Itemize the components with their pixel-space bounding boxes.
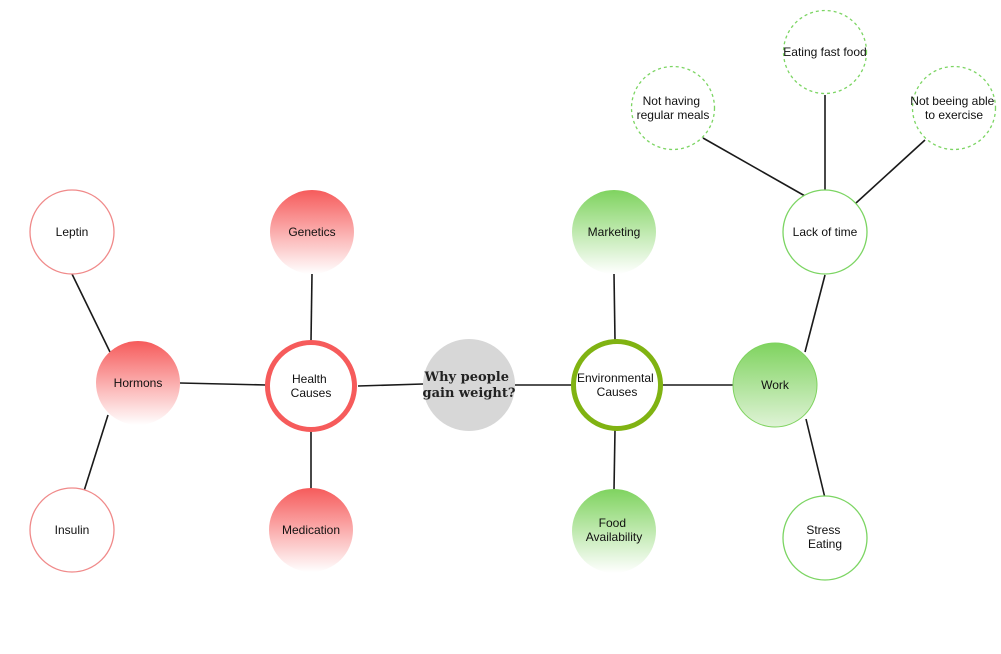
eating-fast-food-node[interactable]: Eating fast food — [782, 9, 868, 95]
medication-label: Medication — [282, 523, 340, 537]
leptin-label: Leptin — [56, 225, 89, 239]
edge-lack-regular-meals — [702, 137, 806, 197]
eating-fast-food-label: Eating fast food — [783, 45, 866, 59]
edge-lack-exercise — [855, 139, 926, 204]
environmental-causes-label: Environmental Causes — [577, 371, 657, 399]
lack-of-time-node[interactable]: Lack of time — [782, 189, 868, 275]
hormons-label: Hormons — [114, 376, 163, 390]
edge-health-hormons — [179, 382, 267, 386]
health-causes-node[interactable]: Health Causes — [265, 340, 357, 432]
insulin-label: Insulin — [55, 523, 90, 537]
environmental-causes-node[interactable]: Environmental Causes — [571, 339, 663, 431]
edge-hormons-insulin — [83, 414, 109, 492]
medication-node[interactable]: Medication — [269, 488, 353, 572]
marketing-node[interactable]: Marketing — [572, 190, 656, 274]
stress-eating-node[interactable]: Stress Eating — [782, 495, 868, 581]
not-beeing-able-to-exercise-node[interactable]: Not beeing able to exercise — [910, 65, 997, 151]
work-node[interactable]: Work — [732, 342, 818, 428]
not-having-regular-meals-label: Not having regular meals — [637, 94, 710, 122]
stress-eating-label: Stress Eating — [806, 523, 843, 551]
leptin-node[interactable]: Leptin — [29, 189, 115, 275]
hormons-node[interactable]: Hormons — [96, 341, 180, 425]
genetics-node[interactable]: Genetics — [270, 190, 354, 274]
edge-environmental-marketing — [613, 273, 616, 341]
edge-hormons-leptin — [71, 273, 111, 353]
work-label: Work — [761, 378, 790, 392]
edge-environmental-food — [613, 429, 616, 491]
food-availability-node[interactable]: Food Availability — [572, 489, 656, 573]
food-availability-label: Food Availability — [586, 516, 642, 544]
center-node[interactable]: Why people gain weight? — [423, 339, 516, 431]
marketing-label: Marketing — [588, 225, 641, 239]
edge-health-genetics — [310, 273, 313, 342]
lack-of-time-label: Lack of time — [793, 225, 858, 239]
center-node-label: Why people gain weight? — [423, 370, 516, 401]
edge-work-lack-of-time — [804, 274, 826, 353]
edge-work-stress — [805, 418, 826, 499]
not-beeing-able-to-exercise-label: Not beeing able to exercise — [910, 94, 997, 122]
connectors — [71, 95, 926, 499]
not-having-regular-meals-node[interactable]: Not having regular meals — [630, 65, 716, 151]
health-causes-label: Health Causes — [291, 372, 332, 400]
insulin-node[interactable]: Insulin — [29, 487, 115, 573]
edge-center-health — [357, 383, 424, 387]
genetics-label: Genetics — [288, 225, 335, 239]
